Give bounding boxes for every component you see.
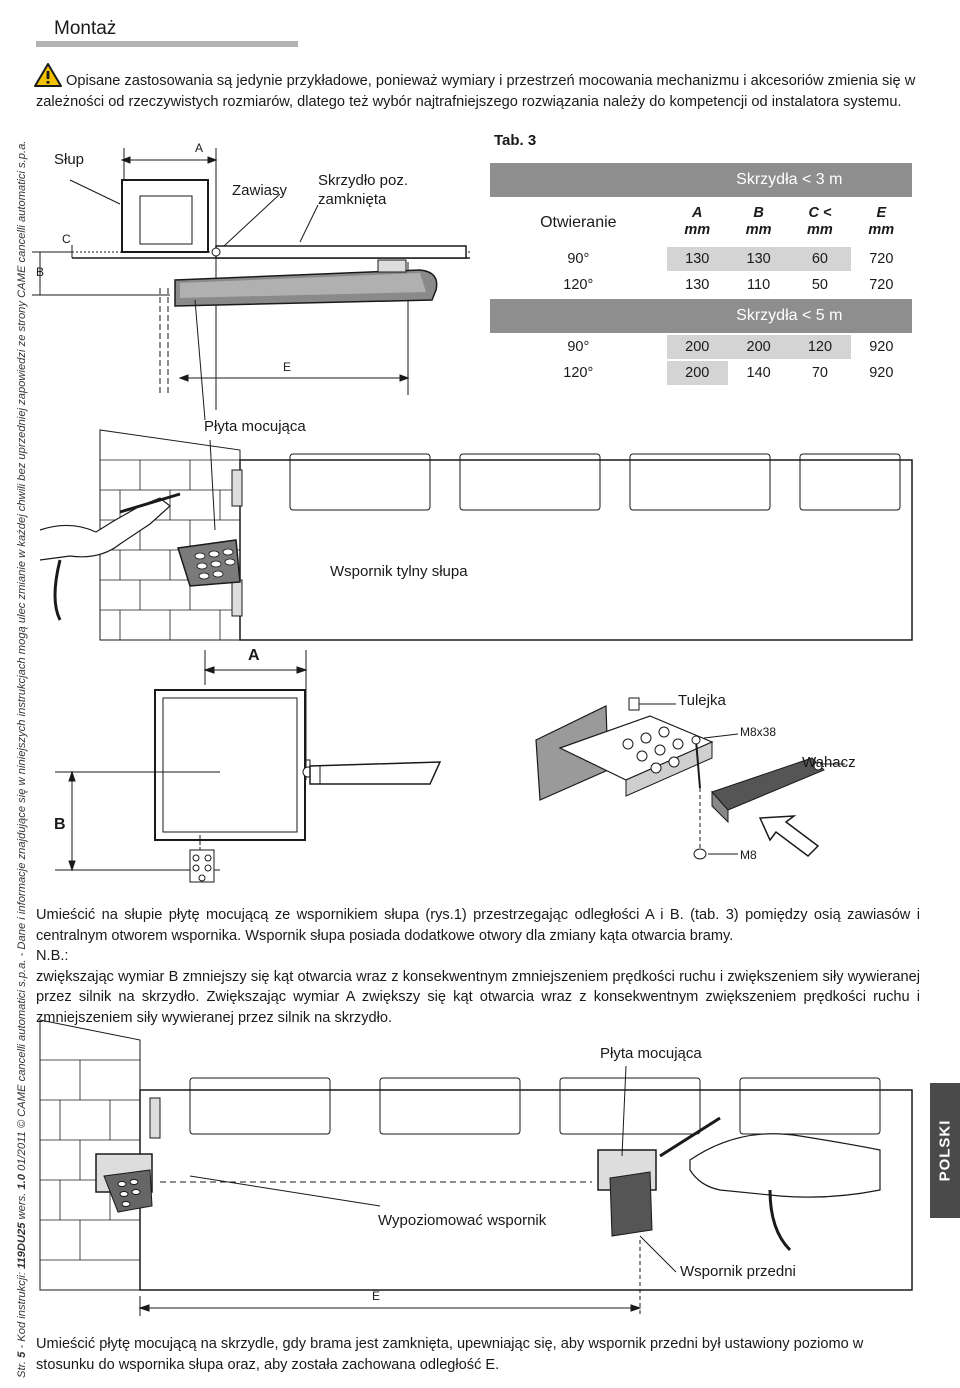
label-skrzydlo: Skrzydło poz.zamknięta: [318, 172, 409, 208]
title-underline: [36, 41, 298, 47]
group-header-5m: Skrzydła < 5 m: [666, 299, 912, 333]
label-wspornik-przedni: Wspornik przedni: [680, 1263, 796, 1280]
label-dim-a-mid: A: [248, 647, 260, 664]
warning-text: Opisane zastosowania są jedynie przykład…: [36, 73, 916, 110]
label-dim-a: A: [195, 141, 204, 155]
label-wspornik-tylny: Wspornik tylny słupa: [326, 561, 502, 582]
pillar-outline: [121, 179, 209, 253]
label-plyta-top: Płyta mocująca: [204, 418, 306, 435]
warning-triangle-icon: [34, 63, 62, 87]
col-c: C <mm: [789, 199, 851, 245]
label-plyta-bottom: Płyta mocująca: [600, 1045, 702, 1062]
label-m8: M8: [740, 848, 757, 862]
label-dim-c: C: [62, 232, 71, 246]
open-label: Otwieranie: [490, 199, 667, 245]
label-m8x38: M8x38: [740, 725, 777, 739]
page-title: Montaż: [54, 18, 117, 39]
label-dim-b: B: [36, 265, 45, 279]
label-tulejka: Tulejka: [678, 692, 726, 709]
caption-1: Umieścić na słupie płytę mocującą ze wsp…: [36, 907, 920, 1026]
table-label: Tab. 3: [494, 132, 537, 149]
label-dim-e-bottom: E: [372, 1289, 381, 1303]
label-wypoziomowac: Wypoziomować wspornik: [374, 1210, 554, 1231]
label-slup: Słup: [54, 151, 85, 168]
caption-2: Umieścić płytę mocującą na skrzydle, gdy…: [36, 1336, 864, 1373]
label-dim-e: E: [283, 360, 292, 374]
group-header-3m: Skrzydła < 3 m: [666, 163, 912, 197]
language-tab[interactable]: POLSKI: [930, 1083, 960, 1218]
label-wahacz: Wahacz: [802, 754, 856, 771]
label-dim-b-mid: B: [54, 816, 66, 833]
pillar-inner: [139, 195, 193, 245]
label-zawiasy: Zawiasy: [232, 182, 288, 199]
